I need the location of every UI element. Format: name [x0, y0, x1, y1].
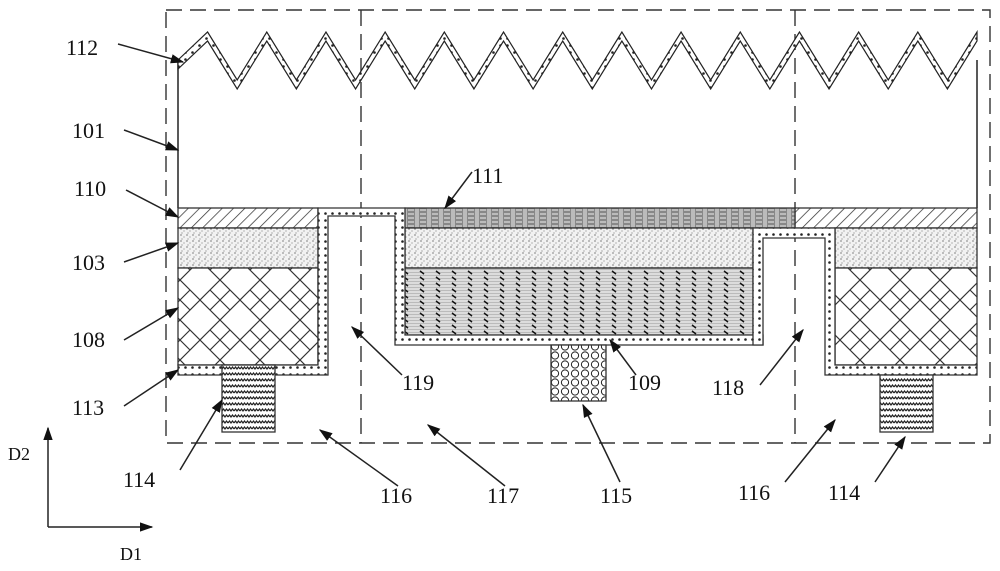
label-113: 113 [72, 395, 104, 420]
label-101: 101 [72, 118, 105, 143]
electrode-115 [550, 344, 607, 402]
textured-layer-112 [177, 29, 978, 91]
layer-109 [404, 267, 754, 336]
layer-111 [404, 207, 796, 229]
label-116-left: 116 [380, 483, 412, 508]
label-108: 108 [72, 327, 105, 352]
layer-103-middle [404, 227, 754, 269]
layer-103-right [834, 227, 978, 269]
layer-103-left [177, 227, 319, 269]
d2-axis-label: D2 [8, 444, 30, 464]
electrode-114-right [879, 374, 934, 433]
leader-lines [117, 43, 906, 487]
electrode-114-left [221, 364, 276, 433]
label-115: 115 [600, 483, 632, 508]
label-119: 119 [402, 370, 434, 395]
label-111: 111 [472, 163, 503, 188]
label-114-left: 114 [123, 467, 155, 492]
label-114-right: 114 [828, 480, 860, 505]
layer-108-right [834, 267, 978, 366]
label-109: 109 [628, 370, 661, 395]
layer-108-left [177, 267, 319, 366]
label-117: 117 [487, 483, 519, 508]
layer-110-right [794, 207, 978, 229]
label-118: 118 [712, 375, 744, 400]
passivation-layer-113-right [752, 227, 978, 376]
substrate-101 [177, 60, 978, 208]
label-110: 110 [74, 176, 106, 201]
d1-axis-label: D1 [120, 544, 142, 564]
label-103: 103 [72, 250, 105, 275]
layer-110-left [177, 207, 319, 229]
outer-dashed-boundary [165, 9, 991, 444]
label-112: 112 [66, 35, 98, 60]
label-116-right: 116 [738, 480, 770, 505]
